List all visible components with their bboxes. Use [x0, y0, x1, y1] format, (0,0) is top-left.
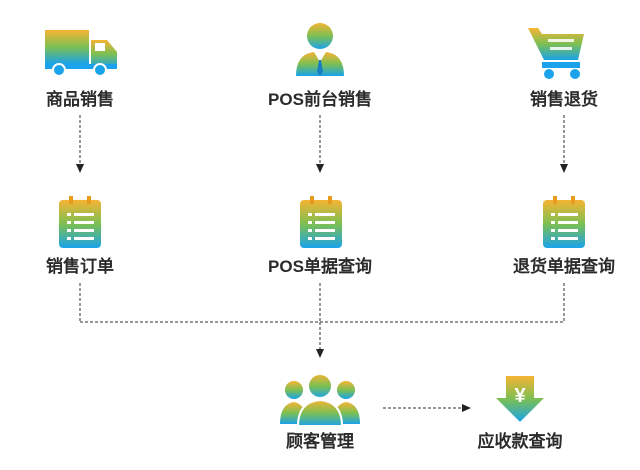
- node-label-customer-mgmt: 顾客管理: [286, 432, 354, 451]
- document-list-icon: [300, 196, 342, 248]
- node-label-return-query: 退货单据查询: [513, 257, 615, 276]
- node-label-pos-query: POS单据查询: [268, 257, 372, 276]
- connectors: [76, 115, 568, 412]
- node-label-pos-sales: POS前台销售: [268, 90, 372, 109]
- cashier-person-icon: [296, 23, 344, 76]
- document-list-icon: [543, 196, 585, 248]
- yen-arrow-down-icon: ¥: [496, 376, 544, 422]
- shopping-cart-icon: [528, 28, 584, 79]
- node-label-product-sales: 商品销售: [46, 90, 114, 109]
- node-label-receivable-query: 应收款查询: [477, 432, 563, 451]
- node-label-sales-order: 销售订单: [46, 257, 114, 276]
- document-list-icon: [59, 196, 101, 248]
- truck-icon: [45, 30, 117, 77]
- svg-text:¥: ¥: [514, 385, 526, 407]
- node-label-sales-return: 销售退货: [530, 90, 598, 109]
- customer-group-icon: [280, 373, 360, 427]
